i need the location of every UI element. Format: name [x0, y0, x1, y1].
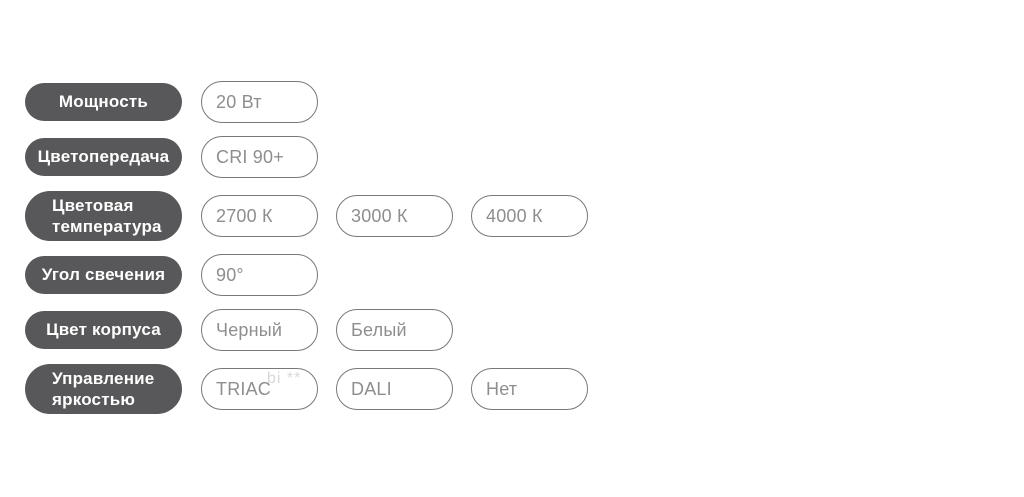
spec-row-dimming: Управление яркостью TRIAC DALI Нет [25, 364, 588, 414]
option-temp-4000k[interactable]: 4000 К [471, 195, 588, 237]
spec-values-beam-angle: 90° [201, 254, 318, 296]
option-temp-2700k[interactable]: 2700 К [201, 195, 318, 237]
spec-values-power: 20 Вт [201, 81, 318, 123]
option-angle-90deg[interactable]: 90° [201, 254, 318, 296]
spec-row-color-temperature: Цветовая температура 2700 К 3000 К 4000 … [25, 191, 588, 241]
option-body-black[interactable]: Черный [201, 309, 318, 351]
spec-row-beam-angle: Угол свечения 90° [25, 254, 588, 296]
option-cri-90[interactable]: CRI 90+ [201, 136, 318, 178]
spec-values-color-temperature: 2700 К 3000 К 4000 К [201, 195, 588, 237]
spec-label-dimming: Управление яркостью [25, 364, 182, 414]
spec-row-color-rendering: Цветопередача CRI 90+ [25, 136, 588, 178]
option-dimming-triac[interactable]: TRIAC [201, 368, 318, 410]
spec-label-color-rendering: Цветопередача [25, 138, 182, 176]
option-dimming-none[interactable]: Нет [471, 368, 588, 410]
product-spec-panel: Мощность 20 Вт Цветопередача CRI 90+ Цве… [25, 81, 588, 427]
option-temp-3000k[interactable]: 3000 К [336, 195, 453, 237]
option-power-20w[interactable]: 20 Вт [201, 81, 318, 123]
spec-label-power: Мощность [25, 83, 182, 121]
spec-label-body-color: Цвет корпуса [25, 311, 182, 349]
spec-label-color-temperature: Цветовая температура [25, 191, 182, 241]
spec-label-beam-angle: Угол свечения [25, 256, 182, 294]
spec-row-body-color: Цвет корпуса Черный Белый [25, 309, 588, 351]
spec-values-color-rendering: CRI 90+ [201, 136, 318, 178]
option-body-white[interactable]: Белый [336, 309, 453, 351]
option-dimming-dali[interactable]: DALI [336, 368, 453, 410]
spec-values-body-color: Черный Белый [201, 309, 453, 351]
spec-row-power: Мощность 20 Вт [25, 81, 588, 123]
spec-values-dimming: TRIAC DALI Нет [201, 368, 588, 410]
